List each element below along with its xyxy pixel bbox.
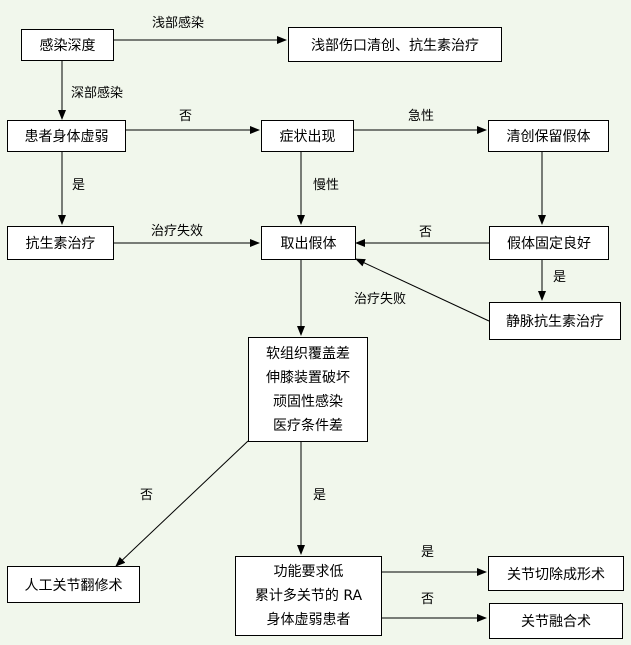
criteria-line: 身体虚弱患者: [266, 612, 351, 628]
condition-line: 软组织覆盖差: [266, 345, 350, 362]
label-shallow: 浅部感染: [152, 16, 205, 31]
label-yes-fixed: 是: [553, 270, 567, 285]
node-conditions: 软组织覆盖差 伸膝装置破坏 顽固性感染 医疗条件差: [248, 337, 368, 442]
arrow-conditions-to-revision: [115, 440, 249, 567]
label-yes-weak: 是: [72, 178, 86, 193]
node-criteria: 功能要求低 累计多关节的 RA 身体虚弱患者: [235, 556, 382, 636]
label-acute: 急性: [408, 109, 435, 124]
node-resection: 关节切除成形术: [488, 556, 624, 591]
node-prosthesis-fixed: 假体固定良好: [489, 226, 609, 260]
label-no-fixed: 否: [419, 225, 433, 240]
label-deep: 深部感染: [71, 86, 124, 101]
label-no-weak: 否: [179, 109, 193, 124]
arrow-iv-to-remove: [355, 258, 490, 322]
node-iv-antibiotic: 静脉抗生素治疗: [489, 302, 621, 340]
node-shallow-treatment: 浅部伤口清创、抗生素治疗: [288, 27, 502, 62]
node-remove-prosthesis: 取出假体: [261, 226, 356, 260]
label-no-criteria: 否: [421, 592, 435, 607]
node-debride-retain: 清创保留假体: [488, 120, 609, 152]
label-fail-antibiotic: 治疗失效: [151, 224, 204, 239]
label-no-conditions: 否: [140, 488, 154, 503]
condition-line: 伸膝装置破坏: [266, 369, 350, 386]
node-revision: 人工关节翻修术: [7, 566, 140, 603]
node-fusion: 关节融合术: [489, 603, 623, 639]
criteria-line: 累计多关节的 RA: [254, 588, 363, 604]
condition-line: 医疗条件差: [273, 417, 343, 434]
node-antibiotic: 抗生素治疗: [7, 226, 114, 260]
label-yes-conditions: 是: [313, 488, 327, 503]
label-chronic: 慢性: [313, 178, 340, 193]
condition-line: 顽固性感染: [273, 393, 343, 410]
node-infection-depth: 感染深度: [21, 29, 114, 61]
label-yes-criteria: 是: [421, 545, 435, 560]
label-fail-iv: 治疗失败: [354, 292, 407, 307]
node-patient-weak: 患者身体虚弱: [7, 120, 126, 152]
node-symptoms: 症状出现: [261, 120, 354, 152]
criteria-line: 功能要求低: [273, 564, 344, 580]
